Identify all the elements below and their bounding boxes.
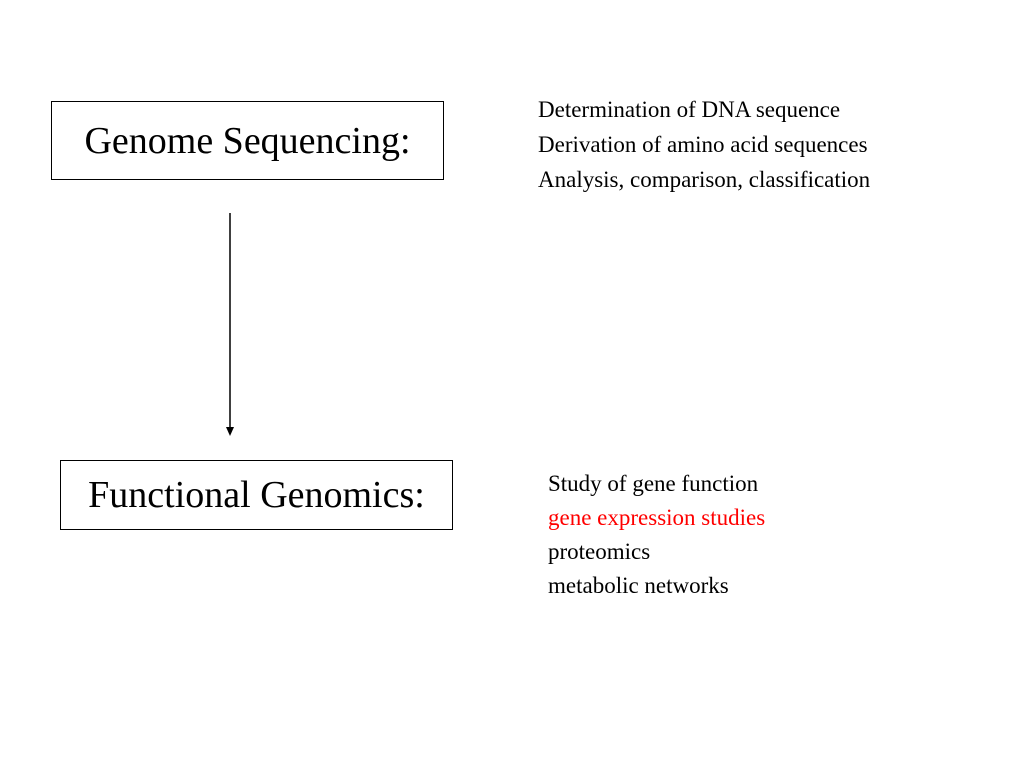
functional-genomics-notes: Study of gene function gene expression s… xyxy=(548,467,765,603)
functional-genomics-box: Functional Genomics: xyxy=(60,460,453,530)
genome-sequencing-label: Genome Sequencing: xyxy=(84,119,411,162)
functional-note-item: proteomics xyxy=(548,539,651,564)
functional-genomics-label: Functional Genomics: xyxy=(88,474,425,516)
genome-note-item: Determination of DNA sequence xyxy=(538,97,841,122)
arrowhead-icon xyxy=(226,427,234,436)
functional-note-item: metabolic networks xyxy=(548,573,729,598)
genome-note-item: Derivation of amino acid sequences xyxy=(538,132,868,157)
functional-note-item: gene expression studies xyxy=(548,505,766,530)
genome-sequencing-notes: Determination of DNA sequence Derivation… xyxy=(538,92,870,197)
functional-note-item: Study of gene function xyxy=(548,471,759,496)
genome-sequencing-box: Genome Sequencing: xyxy=(51,101,444,180)
genome-note-item: Analysis, comparison, classification xyxy=(538,167,871,192)
